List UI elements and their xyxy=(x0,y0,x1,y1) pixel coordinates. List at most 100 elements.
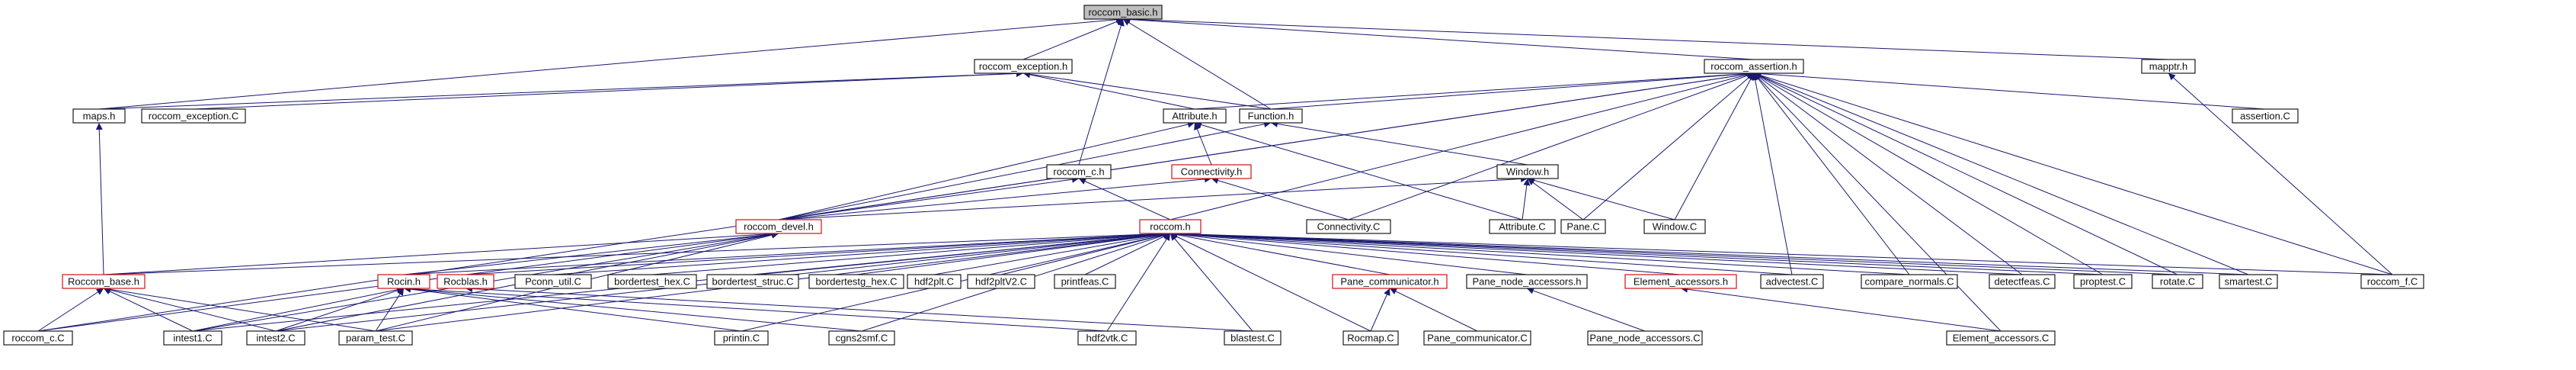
node-box xyxy=(1466,274,1588,289)
node-assertion-c[interactable]: assertion.C xyxy=(2232,108,2299,124)
node-box xyxy=(1239,108,1303,124)
edge-pane-communicator-h-to-roccom-h xyxy=(1170,231,1390,275)
node-hdf2vtk-c[interactable]: hdf2vtk.C xyxy=(1077,330,1137,346)
node-roccom-f-c[interactable]: roccom_f.C xyxy=(2360,274,2424,289)
node-label: roccom_exception.h xyxy=(979,60,1067,72)
node-intest1-c[interactable]: intest1.C xyxy=(163,330,222,346)
edge-cgns2smf-c-to-rocin-h xyxy=(403,285,862,332)
node-label: Attribute.h xyxy=(1172,110,1217,121)
node-box xyxy=(1224,330,1282,346)
node-box xyxy=(1077,330,1137,346)
node-box xyxy=(2232,108,2299,124)
node-roccom-base-h[interactable]: Roccom_base.h xyxy=(62,274,146,289)
node-printin-c[interactable]: printin.C xyxy=(714,330,769,346)
node-window-h[interactable]: Window.h xyxy=(1496,164,1559,179)
node-box xyxy=(1332,274,1448,289)
node-label: Rocin.h xyxy=(387,275,421,287)
node-label: Pane_communicator.h xyxy=(1340,275,1438,287)
edge-window-c-to-roccom-assertion-h xyxy=(1674,72,1755,220)
edge-connectivity-c-to-roccom-assertion-h xyxy=(1348,72,1755,220)
node-pane-node-accessors-h[interactable]: Pane_node_accessors.h xyxy=(1466,274,1588,289)
node-label: blastest.C xyxy=(1230,332,1275,343)
node-pane-c[interactable]: Pane.C xyxy=(1560,219,1606,234)
edge-connectivity-c-to-connectivity-h xyxy=(1211,177,1349,220)
node-label: advectest.C xyxy=(1766,275,1819,287)
node-blastest-c[interactable]: blastest.C xyxy=(1224,330,1282,346)
edge-connectivity-h-to-attribute-h xyxy=(1194,122,1212,166)
edge-bordertest-hex-c-to-roccom-h xyxy=(651,230,1171,275)
node-cgns2smf-c[interactable]: cgns2smf.C xyxy=(828,330,895,346)
node-roccom-exception-c[interactable]: roccom_exception.C xyxy=(141,108,246,124)
node-box xyxy=(607,274,697,289)
node-element-accessors-h[interactable]: Element_accessors.h xyxy=(1624,274,1737,289)
node-param-test-c[interactable]: param_test.C xyxy=(338,330,413,346)
node-maps-h[interactable]: maps.h xyxy=(72,108,126,124)
edge-pane-node-accessors-h-to-roccom-h xyxy=(1170,230,1528,275)
node-box xyxy=(2152,274,2203,289)
edge-proptest-c-to-roccom-h xyxy=(1170,230,2104,275)
edge-element-accessors-c-to-element-accessors-h xyxy=(1680,285,2002,332)
node-proptest-c[interactable]: proptest.C xyxy=(2073,274,2133,289)
node-connectivity-h[interactable]: Connectivity.h xyxy=(1171,164,1252,179)
node-label: roccom_c.h xyxy=(1053,166,1104,177)
node-function-h[interactable]: Function.h xyxy=(1239,108,1303,124)
edge-pane-communicator-c-to-pane-communicator-h xyxy=(1389,288,1478,332)
node-rocblas-h[interactable]: Rocblas.h xyxy=(437,274,494,289)
node-label: Connectivity.h xyxy=(1181,166,1243,177)
node-label: roccom.h xyxy=(1150,220,1190,232)
node-box xyxy=(1946,330,2056,346)
node-label: param_test.C xyxy=(346,332,405,343)
node-hdf2plt-c[interactable]: hdf2plt.C xyxy=(907,274,962,289)
node-label: Attribute.C xyxy=(1499,220,1545,232)
node-box xyxy=(62,274,146,289)
node-box xyxy=(1306,219,1391,234)
node-label: compare_normals.C xyxy=(1864,275,1954,287)
node-roccom-basic-h[interactable]: roccom_basic.h xyxy=(1083,5,1163,20)
node-box xyxy=(967,274,1035,289)
node-rocmap-c[interactable]: Rocmap.C xyxy=(1342,330,1399,346)
edge-pane-c-to-window-h xyxy=(1527,178,1584,220)
node-roccom-devel-h[interactable]: roccom_devel.h xyxy=(735,219,822,234)
node-pane-node-accessors-c[interactable]: Pane_node_accessors.C xyxy=(1587,330,1703,346)
edge-roccom-devel-h-to-connectivity-h xyxy=(778,175,1212,220)
node-box xyxy=(1760,274,1824,289)
node-compare-normals-c[interactable]: compare_normals.C xyxy=(1861,274,1958,289)
edge-attribute-c-to-window-h xyxy=(1522,178,1531,220)
node-pane-communicator-c[interactable]: Pane_communicator.C xyxy=(1423,330,1531,346)
node-roccom-exception-h[interactable]: roccom_exception.h xyxy=(974,59,1073,74)
node-bordertestg-hex-c[interactable]: bordertestg_hex.C xyxy=(808,274,904,289)
node-hdf2pltv2-c[interactable]: hdf2pltV2.C xyxy=(967,274,1035,289)
edge-smartest-c-to-roccom-assertion-h xyxy=(1753,72,2249,275)
node-bordertest-hex-c[interactable]: bordertest_hex.C xyxy=(607,274,697,289)
node-label: Window.h xyxy=(1506,166,1549,177)
node-smartest-c[interactable]: smartest.C xyxy=(2219,274,2278,289)
edge-intest2-c-to-rocin-h xyxy=(275,287,405,332)
edge-attribute-h-to-roccom-exception-h xyxy=(1022,71,1195,110)
node-roccom-c-h[interactable]: roccom_c.h xyxy=(1046,164,1112,179)
node-rotate-c[interactable]: rotate.C xyxy=(2152,274,2203,289)
node-pane-communicator-h[interactable]: Pane_communicator.h xyxy=(1332,274,1448,289)
edge-roccom-exception-c-to-roccom-exception-h xyxy=(193,69,1024,110)
node-mapptr-h[interactable]: mapptr.h xyxy=(2141,59,2196,74)
node-label: intest2.C xyxy=(256,332,295,343)
node-roccom-c-c[interactable]: roccom_c.C xyxy=(3,330,73,346)
node-element-accessors-c[interactable]: Element_accessors.C xyxy=(1946,330,2056,346)
node-rocin-h[interactable]: Rocin.h xyxy=(377,274,430,289)
node-roccom-assertion-h[interactable]: roccom_assertion.h xyxy=(1704,59,1804,74)
node-box xyxy=(1704,59,1804,74)
node-advectest-c[interactable]: advectest.C xyxy=(1760,274,1824,289)
node-connectivity-c[interactable]: Connectivity.C xyxy=(1306,219,1391,234)
node-label: smartest.C xyxy=(2225,275,2273,287)
node-intest2-c[interactable]: intest2.C xyxy=(246,330,306,346)
edge-roccom-devel-h-to-function-h xyxy=(778,121,1272,220)
edge-proptest-c-to-roccom-assertion-h xyxy=(1753,72,2104,275)
node-attribute-c[interactable]: Attribute.C xyxy=(1489,219,1556,234)
node-pconn-util-c[interactable]: Pconn_util.C xyxy=(514,274,592,289)
node-window-c[interactable]: Window.C xyxy=(1643,219,1706,234)
node-attribute-h[interactable]: Attribute.h xyxy=(1163,108,1227,124)
node-bordertest-struc-c[interactable]: bordertest_struc.C xyxy=(706,274,799,289)
node-printfeas-c[interactable]: printfeas.C xyxy=(1054,274,1116,289)
node-detectfeas-c[interactable]: detectfeas.C xyxy=(1989,274,2056,289)
node-roccom-h[interactable]: roccom.h xyxy=(1139,219,1202,234)
node-box xyxy=(1643,219,1706,234)
